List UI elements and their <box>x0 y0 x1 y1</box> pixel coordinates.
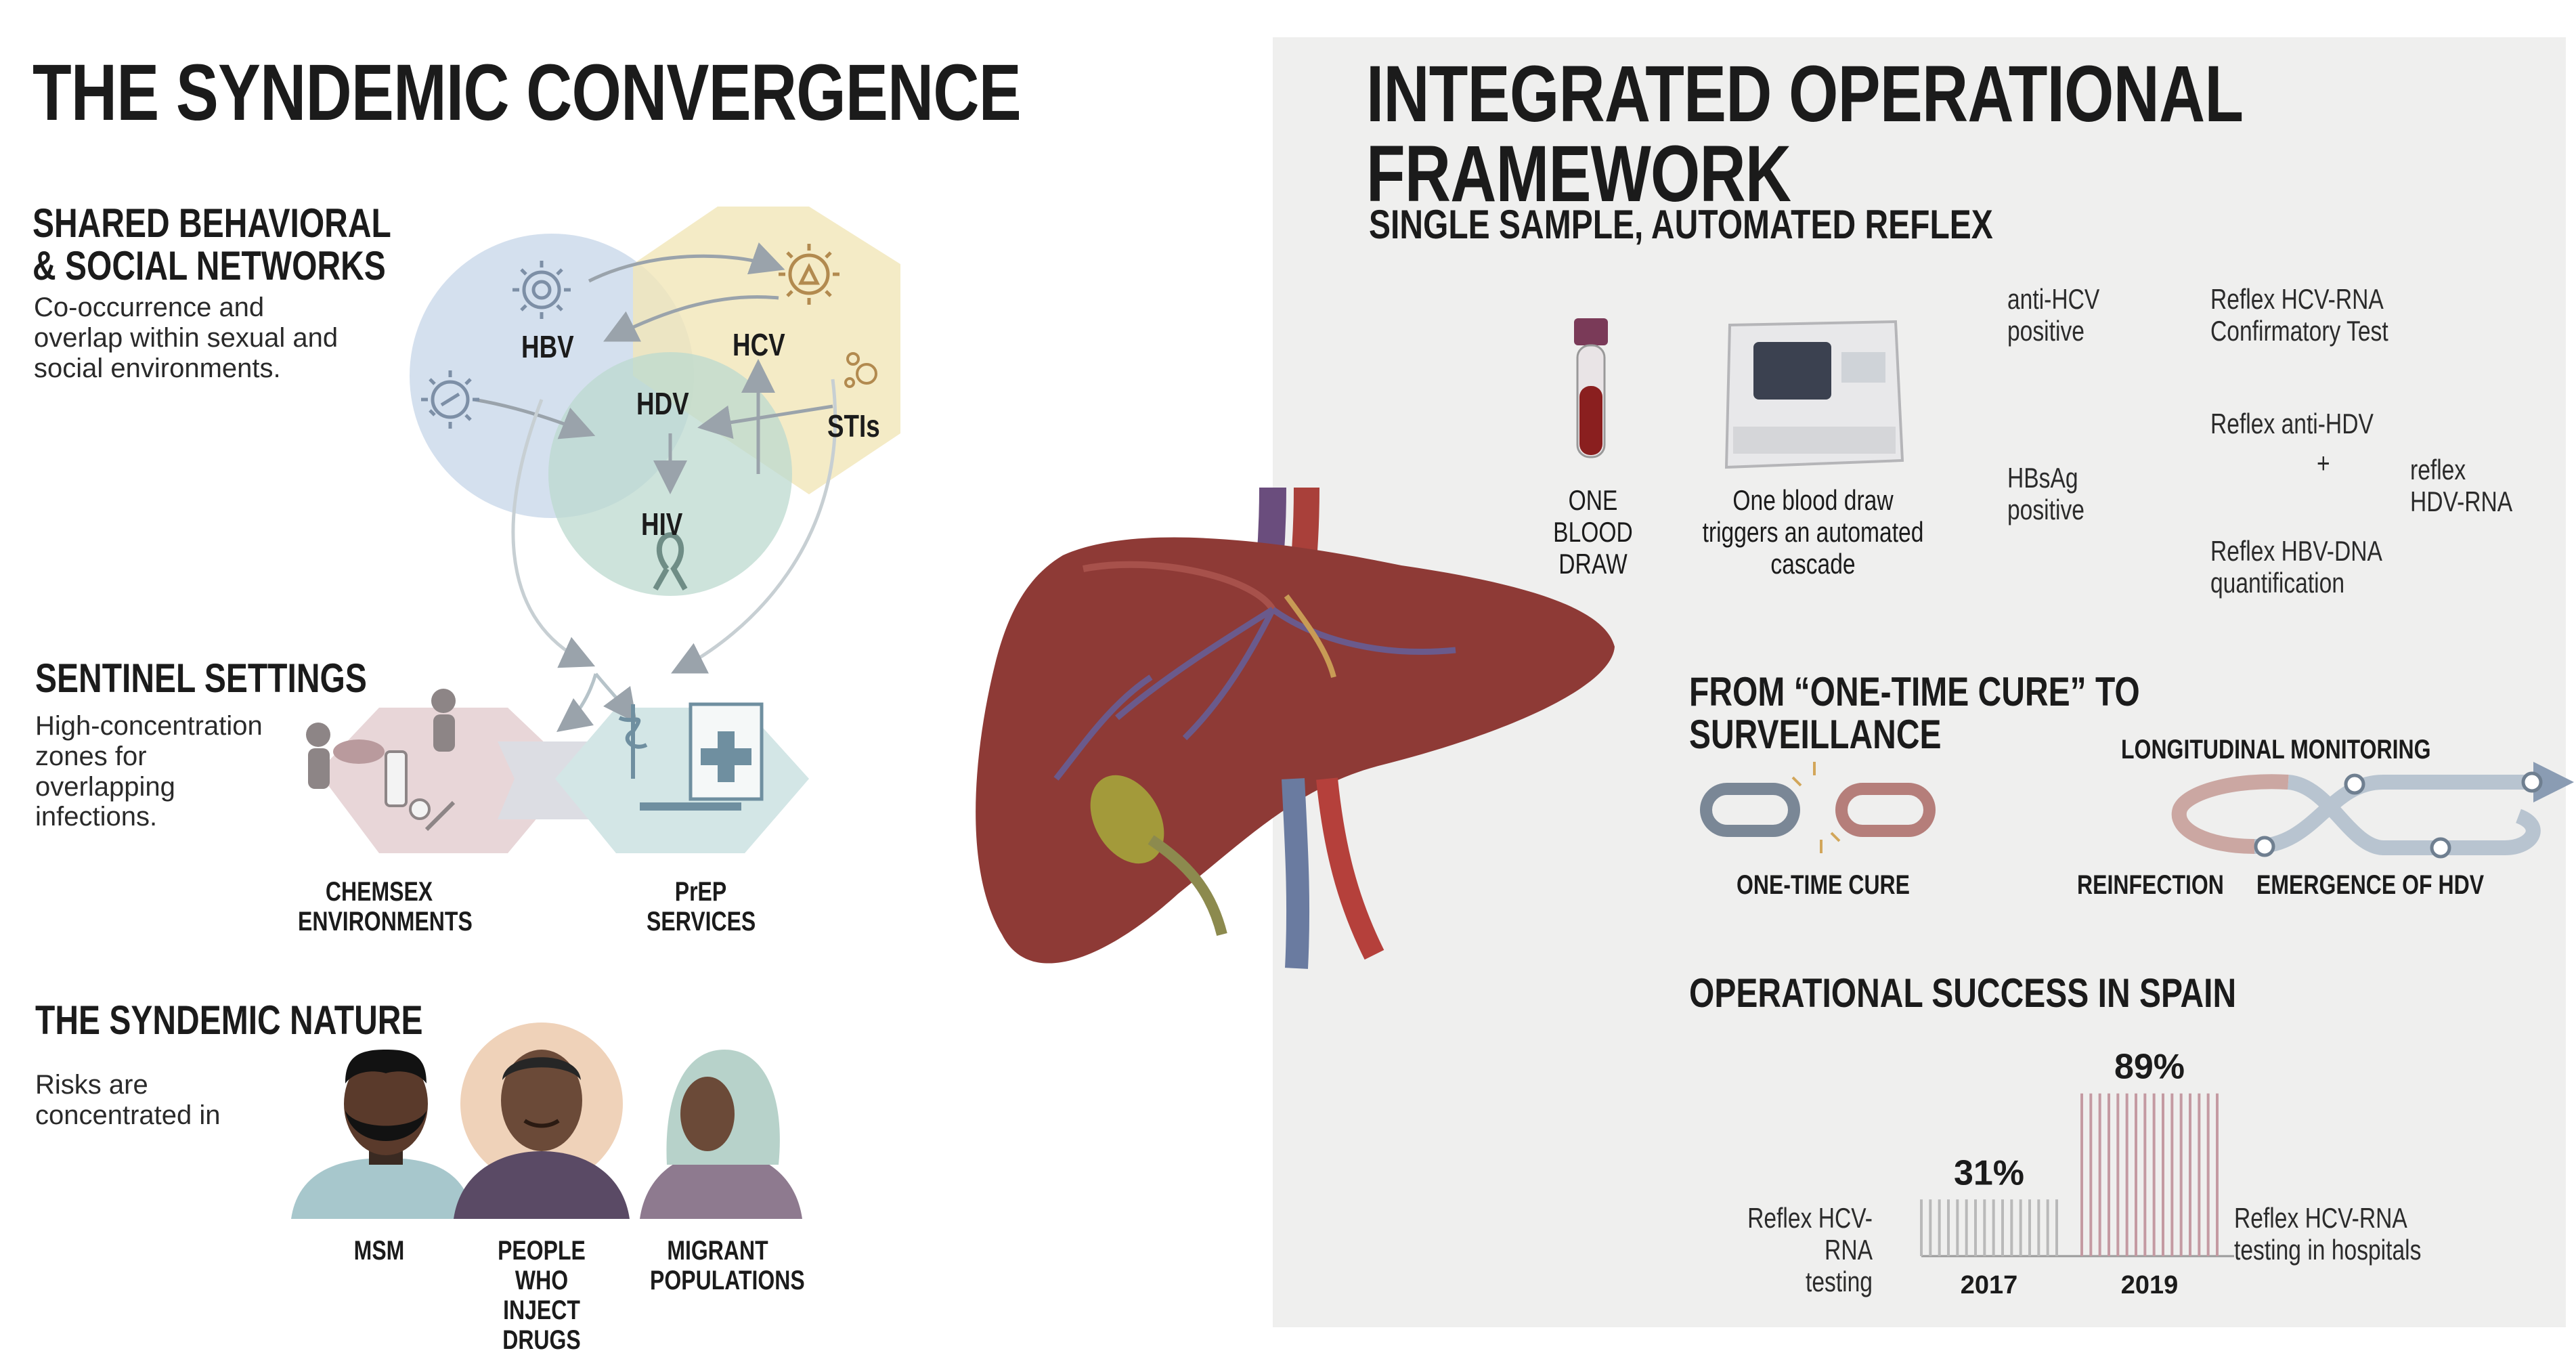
venn-label-hbv: HBV <box>521 329 574 364</box>
nature-heading: THE SYNDEMIC NATURE <box>35 997 423 1043</box>
group-label-pwid: PEOPLE WHO INJECT DRUGS <box>498 1236 586 1355</box>
virus-icon <box>421 370 479 429</box>
prep-tile <box>555 708 809 853</box>
reflex-heading: SINGLE SAMPLE, AUTOMATED REFLEX <box>1369 202 1993 247</box>
analyzer-machine-icon <box>1724 320 1904 469</box>
surveillance-heading: FROM “ONE-TIME CURE” TO SURVEILLANCE <box>1689 669 2140 757</box>
nature-description: Risks are concentrated in <box>35 1070 221 1130</box>
blood-draw-label: ONE BLOOD DRAW <box>1553 484 1633 580</box>
spain-heading: OPERATIONAL SUCCESS IN SPAIN <box>1689 970 2237 1016</box>
pwid-figure <box>454 1023 630 1219</box>
left-title: THE SYNDEMIC CONVERGENCE <box>32 48 1022 137</box>
reflex-hdv-rna-label: reflex HDV-RNA <box>2410 454 2513 518</box>
venn-label-hcv: HCV <box>733 327 785 362</box>
sentinel-heading: SENTINEL SETTINGS <box>35 655 367 701</box>
venn-label-hdv: HDV <box>636 386 689 421</box>
networks-heading: SHARED BEHAVIORAL & SOCIAL NETWORKS <box>32 200 391 288</box>
bar-value-label-2017: 31% <box>1954 1153 2024 1192</box>
right-title: INTEGRATED OPERATIONAL FRAMEWORK <box>1366 49 2242 219</box>
monitoring-label: LONGITUDINAL MONITORING <box>2121 735 2431 765</box>
group-label-migrant: MIGRANT POPULATIONS <box>650 1236 805 1295</box>
virus-icon <box>779 244 839 305</box>
medical-cross-icon <box>701 731 751 782</box>
right-caption: Reflex HCV-RNA testing in hospitals <box>2234 1202 2422 1266</box>
setting-label-chemsex: CHEMSEX ENVIRONMENTS <box>298 877 473 937</box>
plus-sign: + <box>2317 447 2330 479</box>
tick-label-2019: 2019 <box>2121 1271 2179 1299</box>
hbsag-label: HBsAg positive <box>2007 462 2084 526</box>
setting-label-prep: PrEP SERVICES <box>647 877 756 937</box>
bar-2017 <box>1920 1199 2058 1256</box>
blood-tube-icon <box>1574 318 1608 458</box>
msm-figure <box>291 1050 474 1219</box>
reflex-hbv-label: Reflex HBV-DNA quantification <box>2210 535 2382 599</box>
sentinel-settings-illustration <box>306 672 809 853</box>
surveillance-graphics <box>1700 762 2574 859</box>
reflex-graphics <box>1574 318 1904 469</box>
bacteria-icon <box>844 352 877 388</box>
broken-chain-icon <box>1700 762 1936 853</box>
emergence-hdv-label: EMERGENCE OF HDV <box>2256 870 2485 900</box>
bar-2019 <box>2080 1093 2219 1256</box>
liver-illustration <box>976 487 1615 969</box>
tick-label-2017: 2017 <box>1961 1271 2018 1299</box>
reinfection-label: REINFECTION <box>2077 870 2224 900</box>
reflex-hcv-label: Reflex HCV-RNA Confirmatory Test <box>2210 283 2388 347</box>
group-label-msm: MSM <box>353 1236 405 1266</box>
cure-label: ONE-TIME CURE <box>1737 870 1910 900</box>
venn-label-hiv: HIV <box>641 507 683 542</box>
caduceus-icon <box>618 704 648 779</box>
awareness-ribbon-icon <box>653 532 688 590</box>
venn-label-stis: STIs <box>827 408 880 444</box>
left-caption: Reflex HCV-RNA testing <box>1747 1202 1873 1298</box>
bar-value-label-2019: 89% <box>2114 1048 2185 1087</box>
spain-bar-chart: 31% 2017 89% 2019 <box>1920 1048 2234 1299</box>
venn-diagram <box>410 207 900 674</box>
virus-icon <box>512 261 571 319</box>
analyzer-label: One blood draw triggers an automated cas… <box>1702 484 1924 580</box>
migrant-figure <box>640 1050 802 1219</box>
monitoring-loop-icon <box>2171 762 2574 859</box>
anti-hcv-label: anti-HCV positive <box>2007 283 2100 347</box>
sentinel-description: High-concentration zones for overlapping… <box>35 711 263 832</box>
population-figures <box>291 1023 802 1219</box>
reflex-hdv-label: Reflex anti-HDV <box>2210 408 2374 439</box>
networks-description: Co-occurrence and overlap within sexual … <box>34 293 339 383</box>
